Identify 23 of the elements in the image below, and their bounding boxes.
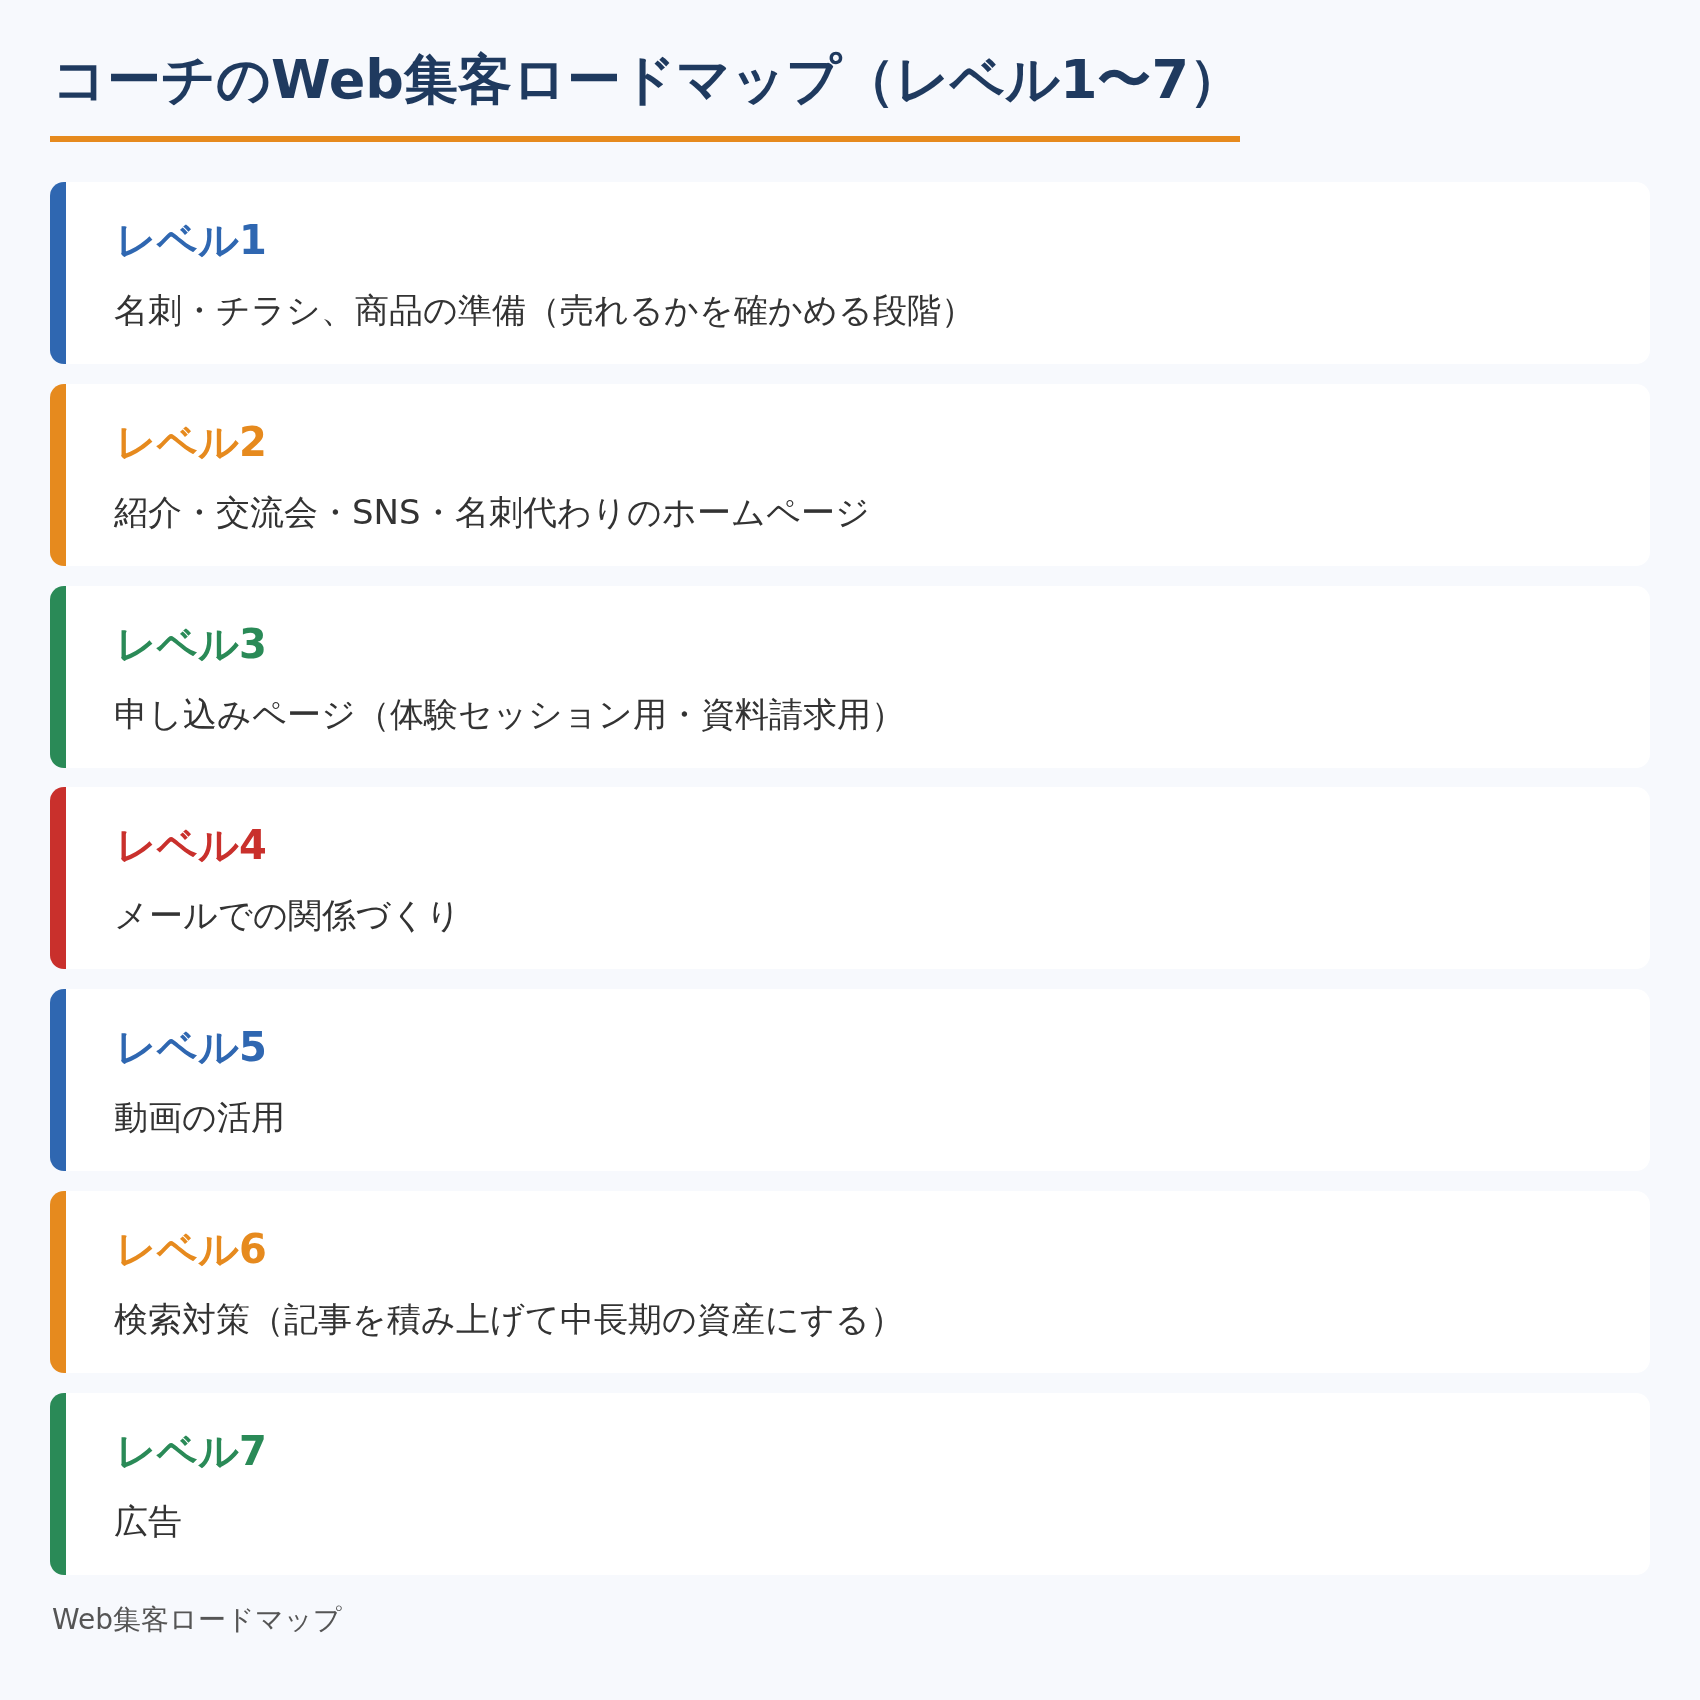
level-description: 検索対策（記事を積み上げて中長期の資産にする） [114, 1298, 904, 1341]
level-description: 紹介・交流会・SNS・名刺代わりのホームページ [114, 491, 870, 534]
level-heading: レベル5 [116, 1023, 267, 1072]
title: コーチのWeb集客ロードマップ（レベル1〜7） [52, 47, 1244, 113]
level-heading: レベル2 [116, 418, 267, 467]
level-heading: レベル6 [116, 1225, 267, 1274]
level-card [50, 989, 1650, 1171]
level-card [50, 787, 1650, 969]
level-description: 名刺・チラシ、商品の準備（売れるかを確かめる段階） [114, 289, 975, 332]
level-heading: レベル1 [116, 216, 267, 265]
level-description: 動画の活用 [114, 1096, 285, 1139]
level-description: 申し込みページ（体験セッション用・資料請求用） [114, 693, 905, 736]
level-card [50, 1393, 1650, 1575]
level-description: メールでの関係づくり [114, 894, 461, 937]
caption: Web集客ロードマップ [52, 1602, 343, 1638]
level-card [50, 586, 1650, 768]
level-card [50, 1191, 1650, 1373]
level-description: 広告 [114, 1500, 182, 1543]
level-heading: レベル4 [116, 821, 267, 870]
level-card [50, 182, 1650, 364]
level-card [50, 384, 1650, 566]
level-heading: レベル3 [116, 620, 267, 669]
level-heading: レベル7 [116, 1427, 267, 1476]
